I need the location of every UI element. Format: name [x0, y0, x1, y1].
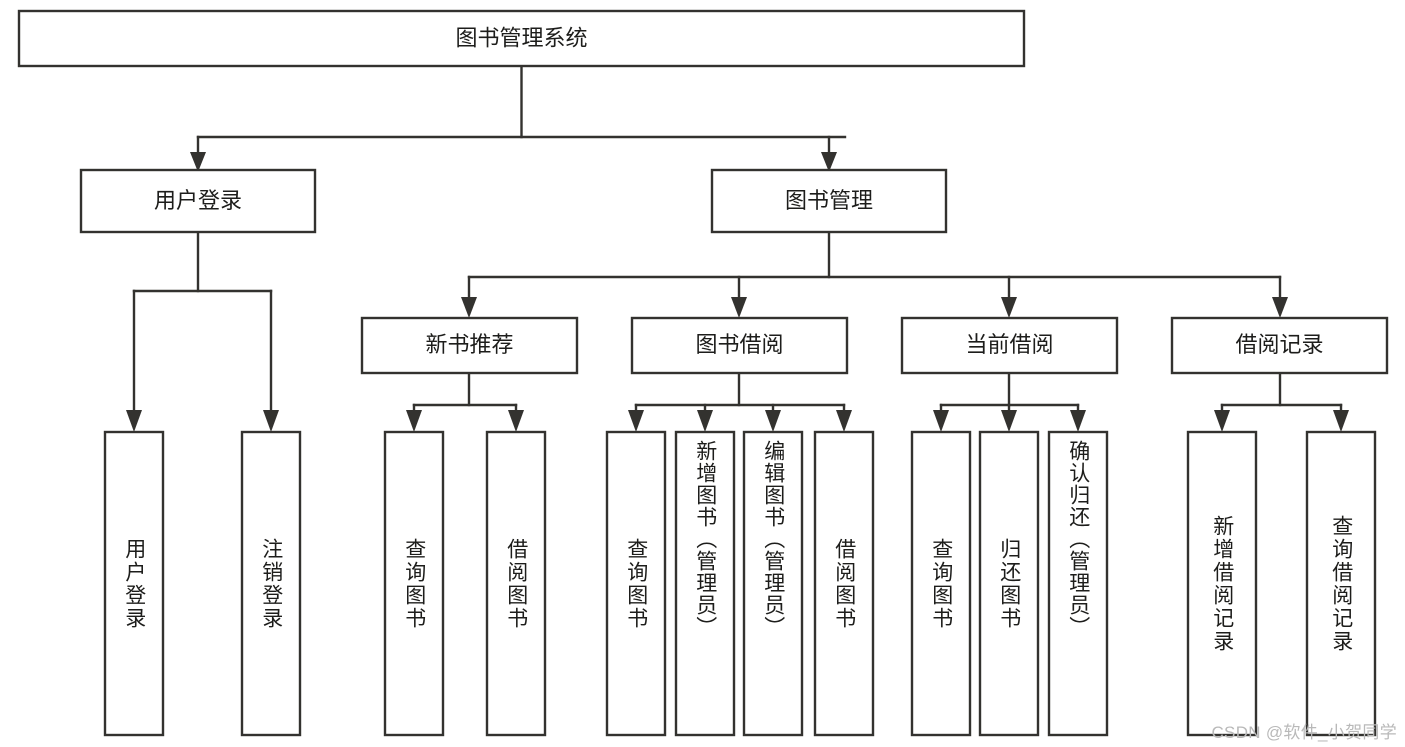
node-box-leaf-add-record[interactable] — [1186, 430, 1258, 737]
watermark-text: CSDN @软件_小贺同学 — [1211, 723, 1397, 742]
arrow-head-leaf-b2 — [697, 410, 713, 432]
node-box-new-book-recommend[interactable] — [360, 316, 579, 375]
arrow-head-book-manage — [821, 152, 837, 172]
arrow-head-l3-3 — [1001, 297, 1017, 318]
arrow-head-l3-1 — [461, 297, 477, 318]
node-label-new-book-recommend: 新书推荐 — [425, 332, 513, 357]
arrow-head-leaf-c2 — [1001, 410, 1017, 432]
node-box-leaf-return-book[interactable] — [978, 430, 1040, 737]
arrow-head-leaf-b4 — [836, 410, 852, 432]
node-box-leaf-borrow-book-2[interactable] — [813, 430, 875, 737]
node-box-leaf-query-book-3[interactable] — [910, 430, 972, 737]
connectors-group — [126, 64, 1349, 432]
connector-book-manage-to-level3 — [461, 230, 1288, 318]
node-box-current-borrow[interactable] — [900, 316, 1119, 375]
node-box-leaf-edit-book[interactable] — [742, 430, 804, 737]
node-box-leaf-user-login[interactable] — [103, 430, 165, 737]
arrow-head-leaf-c1 — [933, 410, 949, 432]
node-box-book-manage[interactable] — [710, 168, 948, 234]
arrow-head-leaf-u2 — [263, 410, 279, 432]
connector-borrow-record-to-leaves — [1214, 371, 1349, 432]
arrow-head-l3-4 — [1272, 297, 1288, 318]
node-box-user-login[interactable] — [79, 168, 317, 234]
arrow-head-leaf-n2 — [508, 410, 524, 432]
arrow-head-leaf-r2 — [1333, 410, 1349, 432]
node-label-user-login: 用户登录 — [154, 188, 242, 213]
arrow-head-leaf-b3 — [765, 410, 781, 432]
arrow-head-leaf-n1 — [406, 410, 422, 432]
arrow-head-leaf-r1 — [1214, 410, 1230, 432]
node-label-book-manage: 图书管理 — [785, 188, 873, 213]
node-label-root: 图书管理系统 — [455, 25, 587, 50]
node-box-leaf-confirm-return[interactable] — [1047, 430, 1109, 737]
arrow-head-user-login — [190, 152, 206, 172]
node-box-borrow-record[interactable] — [1170, 316, 1389, 375]
node-box-leaf-borrow-book-1[interactable] — [485, 430, 547, 737]
node-label-book-borrow: 图书借阅 — [695, 332, 783, 357]
connector-user-login-to-leaves — [126, 230, 279, 432]
node-box-leaf-user-logout[interactable] — [240, 430, 302, 737]
node-box-root[interactable] — [17, 9, 1026, 68]
node-box-leaf-add-book[interactable] — [674, 430, 736, 737]
connector-root-to-level2 — [190, 64, 847, 172]
node-box-leaf-query-book-1[interactable] — [383, 430, 445, 737]
node-label-borrow-record: 借阅记录 — [1235, 332, 1323, 357]
node-box-book-borrow[interactable] — [630, 316, 849, 375]
connector-new-book-to-leaves — [406, 371, 524, 432]
node-box-leaf-query-book-2[interactable] — [605, 430, 667, 737]
arrow-head-l3-2 — [731, 297, 747, 318]
arrow-head-leaf-b1 — [628, 410, 644, 432]
connector-book-borrow-to-leaves — [628, 371, 852, 432]
arrow-head-leaf-c3 — [1070, 410, 1086, 432]
nodes-group: 图书管理系统 用户登录 图书管理 新书推荐 图书借阅 当前借阅 借阅记录 — [17, 9, 1389, 737]
node-label-current-borrow: 当前借阅 — [965, 332, 1053, 357]
arrow-head-leaf-u1 — [126, 410, 142, 432]
node-box-leaf-query-record[interactable] — [1305, 430, 1377, 737]
connector-current-borrow-to-leaves — [933, 371, 1086, 432]
